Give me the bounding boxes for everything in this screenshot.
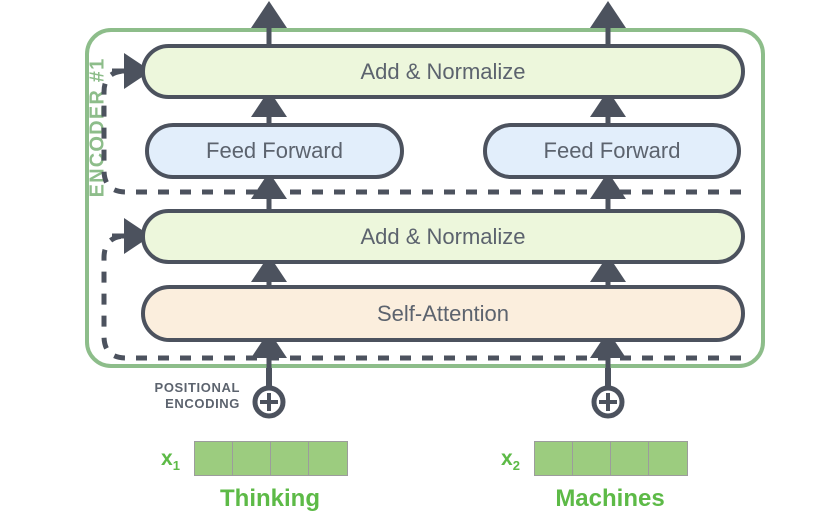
embedding-vector-cells-1 — [194, 441, 348, 476]
embedding-vector-symbol-1: x — [161, 447, 173, 470]
positional-encoding-label: POSITIONAL ENCODING — [130, 380, 240, 413]
embedding-vector-label-2: x2 — [501, 447, 520, 473]
embedding-cell — [309, 442, 347, 475]
positional-encoding-plus-left — [252, 368, 286, 419]
layer-add-normalize-bottom[interactable]: Add & Normalize — [141, 209, 745, 264]
embedding-cell — [611, 442, 649, 475]
layer-feed-forward-right[interactable]: Feed Forward — [483, 123, 741, 179]
embedding-cell — [649, 442, 687, 475]
embedding-vector-cells-2 — [534, 441, 688, 476]
positional-encoding-plus-right — [591, 368, 625, 419]
input-word-1: Thinking — [220, 485, 320, 512]
input-word-2: Machines — [555, 485, 665, 512]
encoder-block-frame — [85, 28, 765, 368]
embedding-cell — [195, 442, 233, 475]
embedding-vector-symbol-2: x — [501, 447, 513, 470]
layer-self-attention[interactable]: Self-Attention — [141, 285, 745, 342]
embedding-vector-index-2: 2 — [512, 458, 520, 474]
embedding-cell — [271, 442, 309, 475]
embedding-cell — [233, 442, 271, 475]
embedding-vector-label-1: x1 — [161, 447, 180, 473]
embedding-cell — [535, 442, 573, 475]
layer-feed-forward-left[interactable]: Feed Forward — [145, 123, 404, 179]
positional-encoding-label-line2: ENCODING — [165, 396, 240, 412]
layer-add-normalize-top[interactable]: Add & Normalize — [141, 44, 745, 99]
encoder-block-label: ENCODER #1 — [86, 57, 109, 198]
embedding-vector-index-1: 1 — [172, 458, 180, 474]
positional-encoding-label-line1: POSITIONAL — [154, 380, 240, 395]
embedding-cell — [573, 442, 611, 475]
